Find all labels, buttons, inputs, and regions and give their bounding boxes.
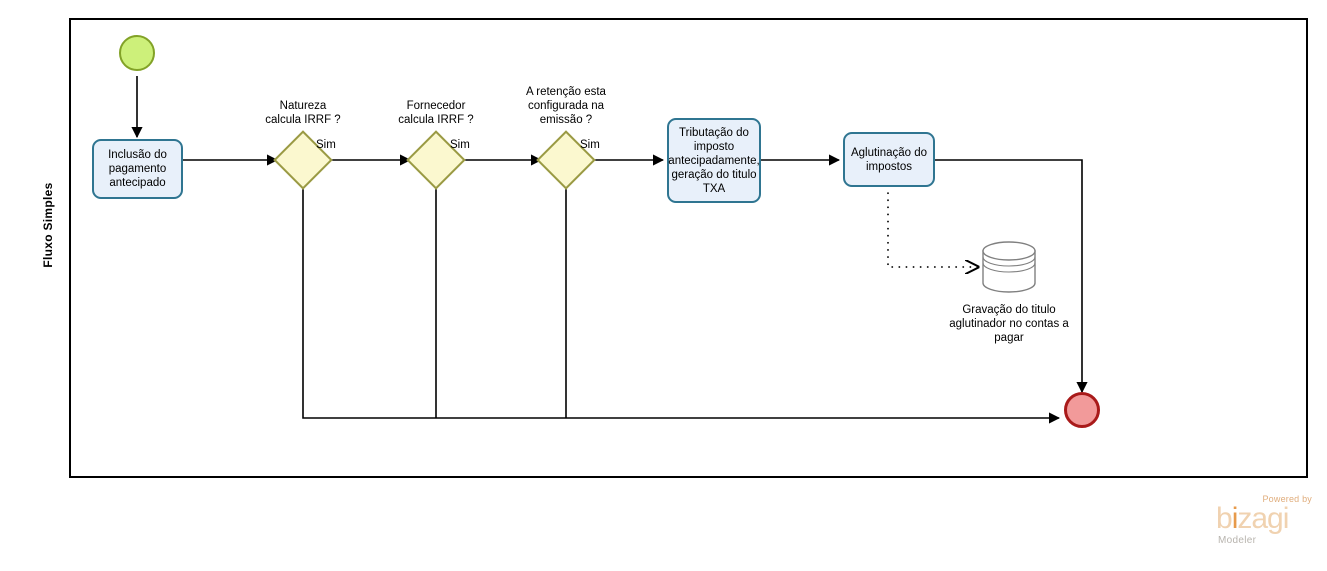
logo-brand-b: b <box>1216 502 1233 535</box>
lane-header: Fluxo Simples <box>18 18 71 478</box>
gateway-retencao-label: A retenção esta configurada na emissão ? <box>526 86 606 126</box>
datastore-label: Gravação do titulo aglutinador no contas… <box>949 304 1069 344</box>
end-event[interactable] <box>1064 392 1100 428</box>
logo-brand-text: bizagi <box>1216 502 1289 535</box>
flow-label-sim-fornecedor: Sim <box>450 139 470 151</box>
start-event[interactable] <box>119 35 155 71</box>
flow-label-sim-retencao: Sim <box>580 139 600 151</box>
task-label: Tributação do imposto antecipadamente, g… <box>668 126 760 195</box>
gateway-natureza-label: Natureza calcula IRRF ? <box>265 100 341 126</box>
datastore-gravacao-titulo-aglutinador[interactable] <box>981 241 1037 293</box>
logo-powered-by-text: Powered by <box>1262 494 1312 504</box>
task-inclusao-pagamento-antecipado[interactable]: Inclusão do pagamento antecipado <box>92 139 183 199</box>
logo-brand-i: i <box>1231 502 1239 535</box>
task-tributacao-imposto-antecipado[interactable]: Tributação do imposto antecipadamente, g… <box>667 118 761 203</box>
gateway-fornecedor-label: Fornecedor calcula IRRF ? <box>398 100 474 126</box>
task-aglutinacao-impostos[interactable]: Aglutinação do impostos <box>843 132 935 187</box>
flow-label-sim-natureza: Sim <box>316 139 336 151</box>
logo-brand-zagi: zagi <box>1237 502 1289 535</box>
lane-label: Fluxo Simples <box>41 182 55 268</box>
process-pool <box>18 18 1308 478</box>
bizagi-modeler-logo: Powered by bizagi Modeler <box>1216 494 1314 550</box>
task-label: Inclusão do pagamento antecipado <box>108 149 167 189</box>
logo-product-text: Modeler <box>1218 535 1257 546</box>
task-label: Aglutinação do impostos <box>850 146 928 173</box>
